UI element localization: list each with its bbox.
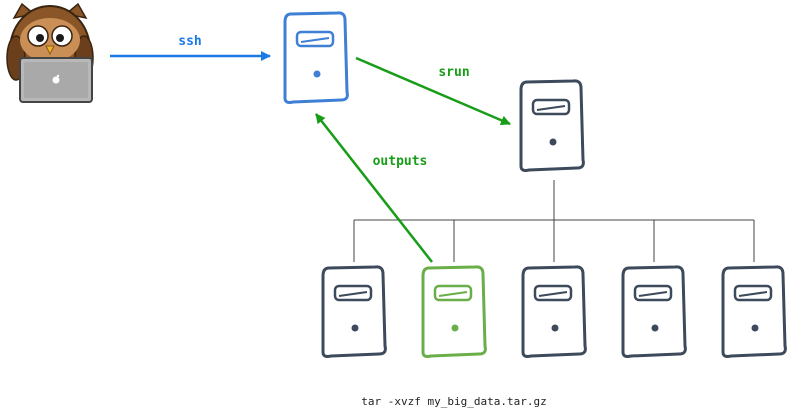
command-caption: tar -xvzf my_big_data.tar.gz — [361, 395, 546, 408]
outputs-arrow — [315, 113, 433, 263]
node-tree-connector — [353, 180, 755, 262]
worker-node-2-active-server-icon — [421, 265, 487, 358]
worker-node-3-server-icon — [521, 265, 587, 358]
srun-label: srun — [438, 65, 469, 80]
login-node-server-icon — [283, 11, 349, 104]
head-compute-node-server-icon — [519, 79, 585, 172]
srun-arrow — [355, 56, 511, 126]
worker-node-1-server-icon — [321, 265, 387, 358]
ssh-label: ssh — [178, 34, 201, 49]
owl-with-laptop-icon — [6, 2, 94, 103]
worker-node-5-server-icon — [721, 265, 787, 358]
worker-node-4-server-icon — [621, 265, 687, 358]
outputs-label: outputs — [373, 154, 428, 169]
